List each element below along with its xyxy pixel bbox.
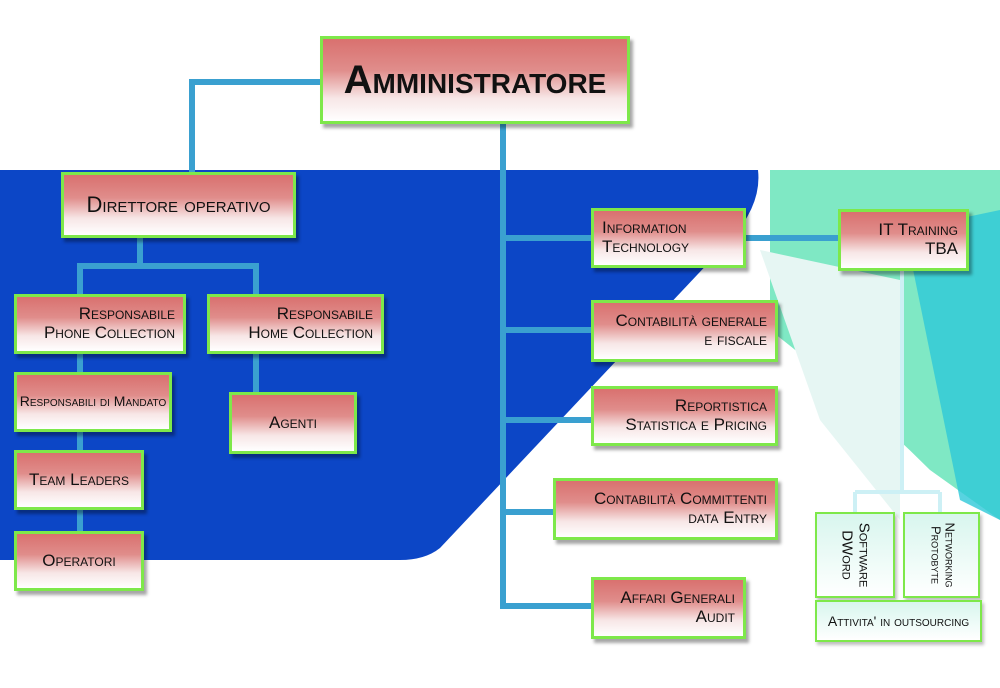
affari-generali-line1: Affari Generali <box>620 588 735 608</box>
outsourcing-label: Attivita' in outsourcing <box>827 613 970 629</box>
contabilita-generale-line1: Contabilità generale <box>615 311 767 331</box>
phone-collection-line1: Responsabile <box>78 304 175 324</box>
reportistica-box: Reportistica Statistica e Pricing <box>591 386 778 446</box>
contabilita-generale-box: Contabilità generale e fiscale <box>591 300 778 362</box>
networking-box: Networking Protobyte <box>903 512 980 598</box>
connectors <box>77 79 842 609</box>
reportistica-line1: Reportistica <box>674 396 767 416</box>
contabilita-committenti-box: Contabilità Committenti data Entry <box>553 478 778 540</box>
administrator-box: Amministratore <box>320 36 630 124</box>
team-leaders-box: Team Leaders <box>14 450 144 510</box>
networking-label: Networking Protobyte <box>927 522 957 588</box>
administrator-label: Amministratore <box>343 58 607 102</box>
contabilita-generale-line2: e fiscale <box>704 330 767 349</box>
outsourcing-box: Attivita' in outsourcing <box>815 600 982 642</box>
contabilita-committenti-line1: Contabilità Committenti <box>593 489 767 509</box>
teal-shape-2 <box>905 210 1000 520</box>
it-training-line1: IT Training <box>878 220 958 240</box>
information-technology-line1: Information <box>602 218 687 238</box>
contabilita-committenti-line2: data Entry <box>688 508 767 527</box>
phone-collection-box: Responsabile Phone Collection <box>14 294 186 354</box>
software-box: Software DWord <box>815 512 895 598</box>
direttore-operativo-box: Direttore operativo <box>61 172 296 238</box>
home-collection-line2: Home Collection <box>248 323 373 342</box>
responsabili-mandato-label: Responsabili di Mandato <box>19 393 167 410</box>
software-label: Software DWord <box>839 522 873 588</box>
home-collection-line1: Responsabile <box>276 304 373 324</box>
reportistica-line2: Statistica e Pricing <box>625 415 767 434</box>
agenti-box: Agenti <box>229 392 357 454</box>
information-technology-line2: Technology <box>602 237 690 256</box>
responsabili-mandato-box: Responsabili di Mandato <box>14 372 172 432</box>
operatori-label: Operatori <box>42 550 116 570</box>
agenti-label: Agenti <box>268 412 317 432</box>
it-training-line2: TBA <box>924 239 958 258</box>
it-training-box: IT Training TBA <box>838 209 969 271</box>
affari-generali-line2: Audit <box>695 607 735 626</box>
light-connectors <box>853 268 942 514</box>
direttore-operativo-label: Direttore operativo <box>86 191 271 217</box>
home-collection-box: Responsabile Home Collection <box>207 294 384 354</box>
phone-collection-line2: Phone Collection <box>43 323 175 342</box>
team-leaders-label: Team Leaders <box>29 469 129 489</box>
light-shape <box>760 250 900 520</box>
information-technology-box: Information Technology <box>591 208 746 268</box>
operatori-box: Operatori <box>14 531 144 591</box>
affari-generali-box: Affari Generali Audit <box>591 577 746 639</box>
